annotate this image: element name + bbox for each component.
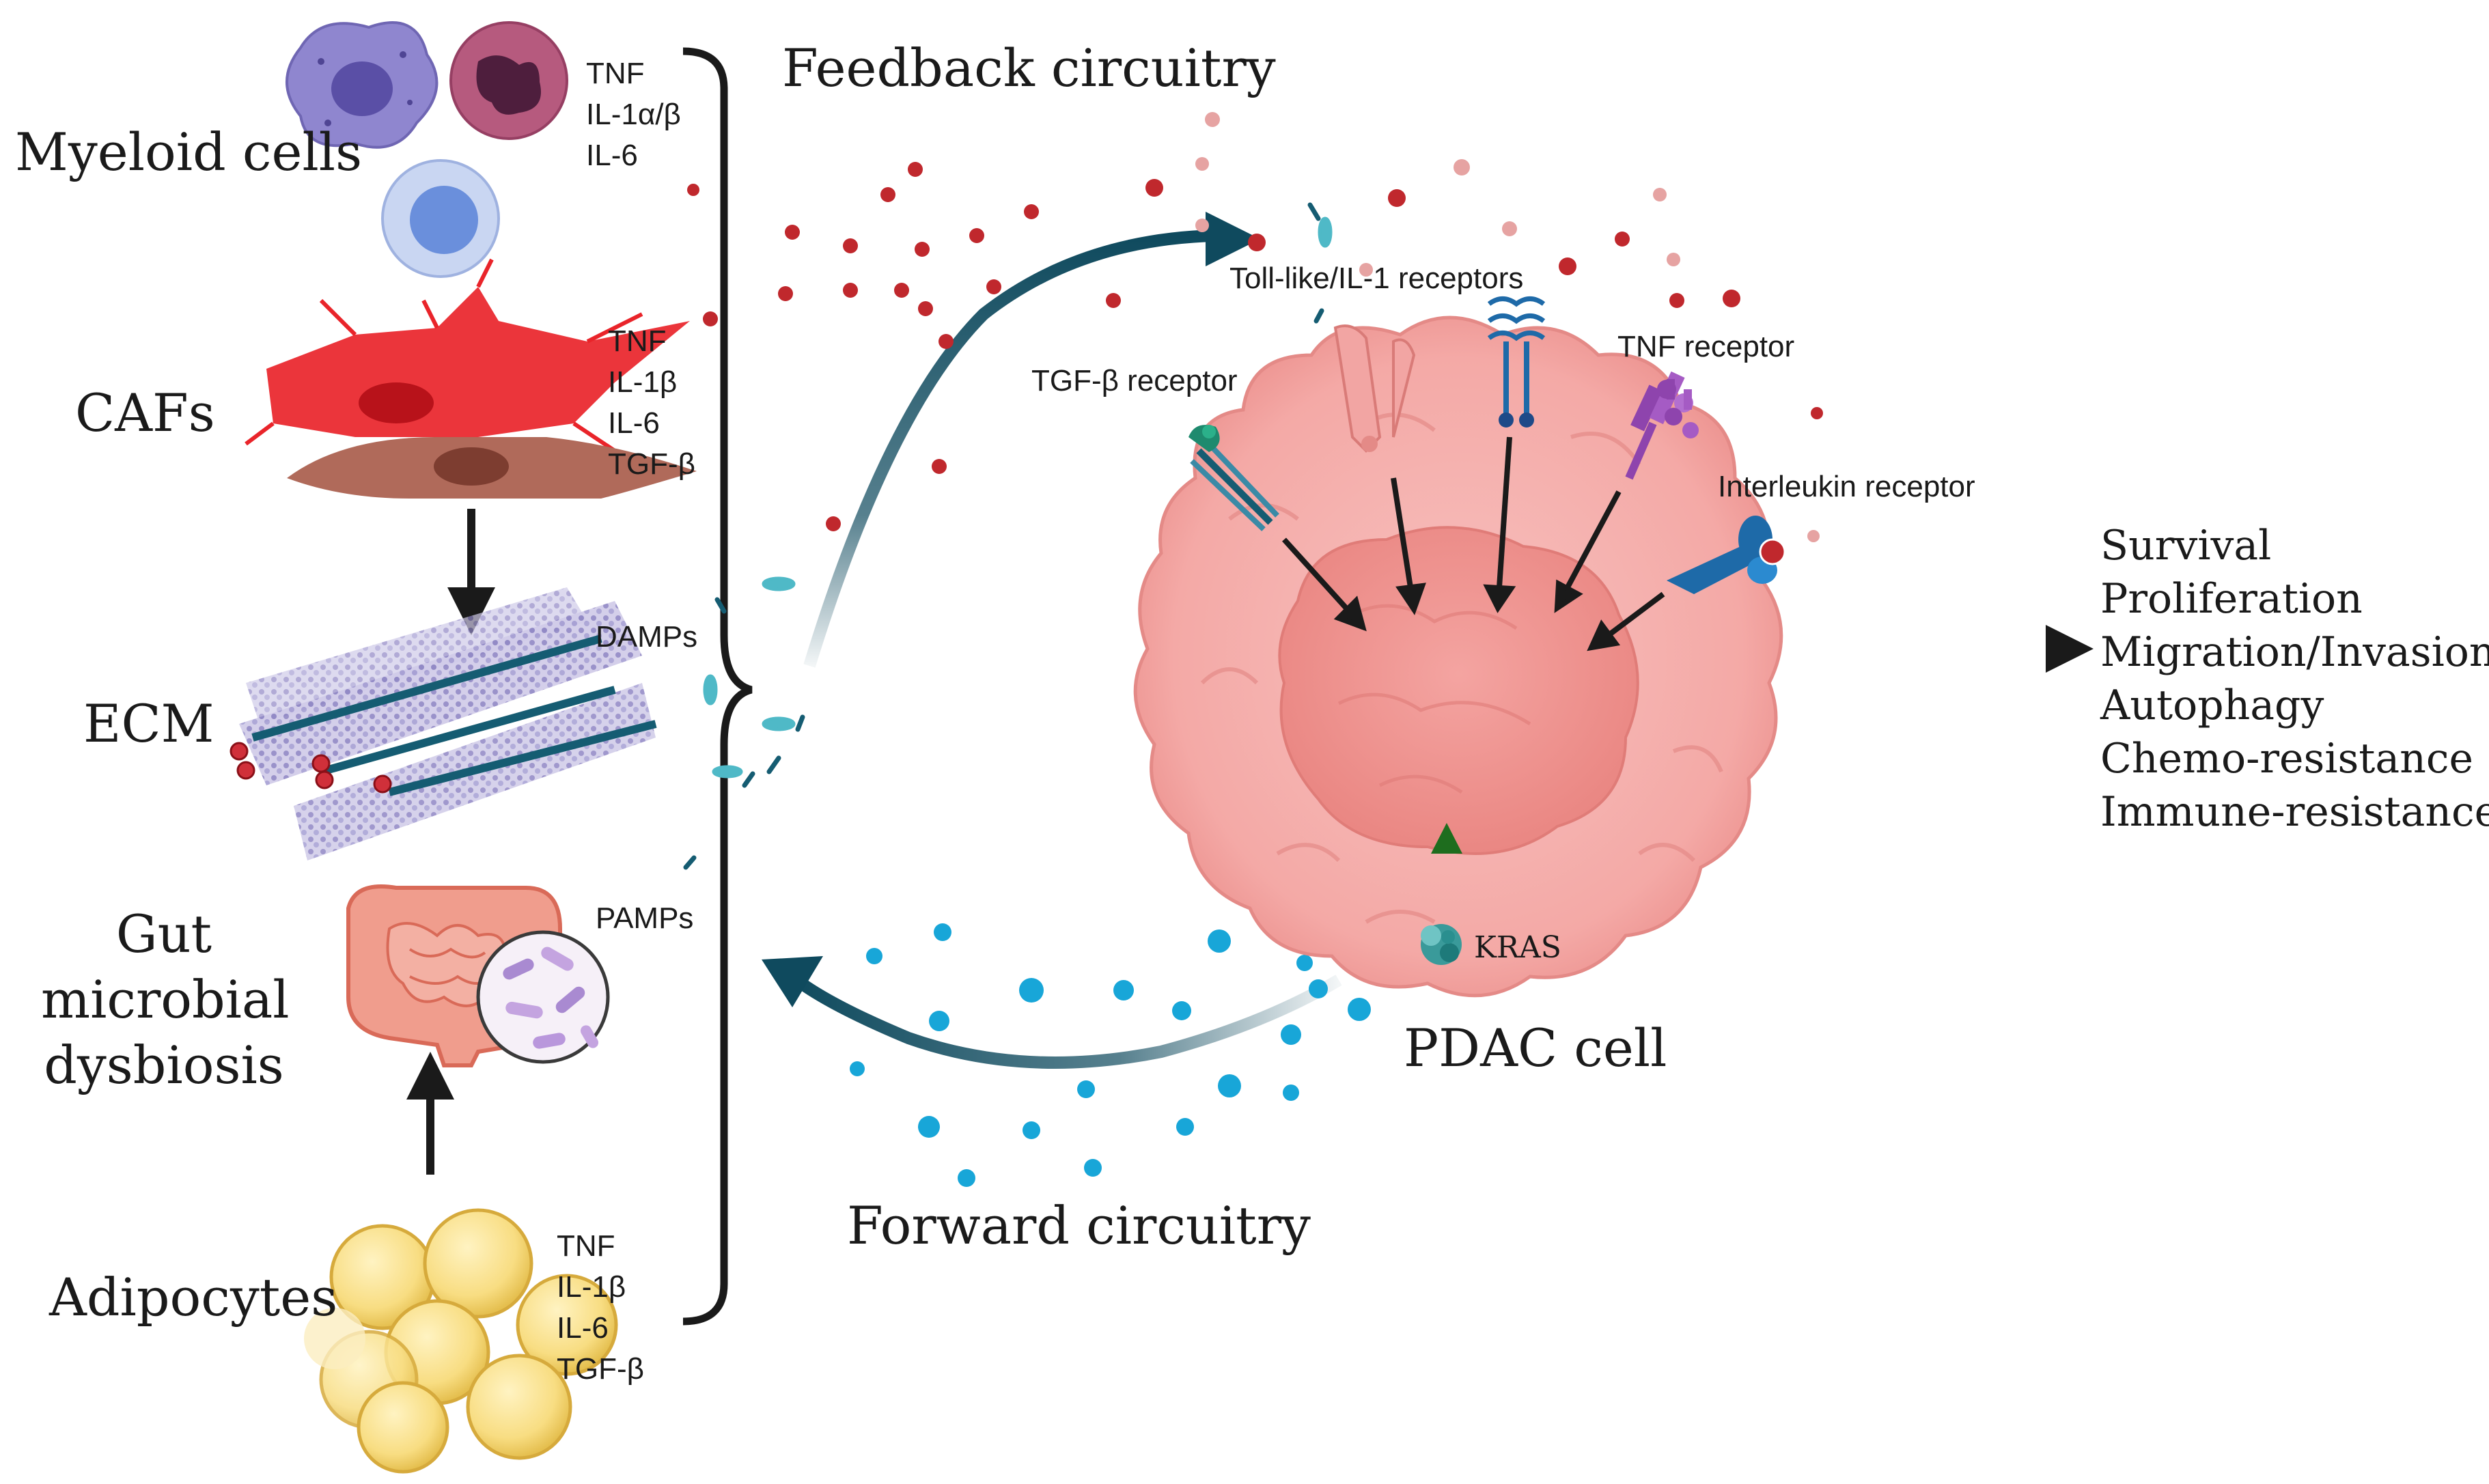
cytokine-label: TNF: [586, 57, 645, 90]
cytokine-label: IL-1β: [608, 365, 678, 399]
gut-illustration: [346, 884, 610, 1067]
cafs-cytokine-list: TNF IL-1β IL-6 TGF-β: [608, 321, 695, 485]
cytokine-label: IL-6: [557, 1311, 609, 1345]
forward-circuitry-arrow: [762, 956, 1342, 1069]
outcomes-list: Survival Proliferation Migration/Invasio…: [2100, 519, 2489, 839]
grouping-brace: [682, 47, 753, 1326]
tnf-receptor-label: TNF receptor: [1617, 330, 1795, 363]
toll-like-il1-receptor-icon: [1333, 324, 1416, 453]
toll-like-il1-receptors-label: Toll-like/IL-1 receptors: [1229, 262, 1524, 295]
kras-protein-icon: [1421, 924, 1462, 965]
damp-molecule: [311, 754, 331, 773]
cytokine-label: TGF-β: [608, 447, 695, 481]
pdac-cell-illustration: [1133, 316, 1783, 998]
gut-label-line: microbial: [41, 969, 290, 1030]
adipocyte: [304, 1308, 365, 1369]
cytokine-label: IL-6: [608, 406, 660, 440]
outcome-item: Migration/Invasion: [2100, 628, 2489, 676]
tnf-receptor-icon: [1625, 371, 1699, 480]
damp-molecule: [315, 770, 334, 789]
ecm-label: ECM: [83, 693, 214, 754]
tgf-beta-receptor-icon: [1188, 425, 1279, 531]
outcomes-arrow: [1803, 625, 2094, 673]
secreted-cytokines: [687, 162, 1823, 531]
kras-label: KRAS: [1474, 930, 1561, 965]
ecm-fiber: [320, 686, 616, 776]
myeloid-cytokine-list: TNF IL-1α/β IL-6: [586, 53, 681, 176]
myeloid-cells-illustration: [286, 21, 568, 278]
gut-label-line: dysbiosis: [44, 1035, 284, 1095]
feedback-circuitry-arrow: [803, 212, 1260, 668]
feedback-circuitry-label: Feedback circuitry: [782, 38, 1276, 98]
microbe-particles: [703, 216, 1333, 779]
caf-red-nucleus: [359, 382, 434, 423]
secreted-cytokines-faded: [1195, 112, 1820, 542]
cytokine-label: IL-1β: [557, 1270, 626, 1304]
interleukin-receptor-icon: [1667, 516, 1786, 594]
outcome-item: Proliferation: [2100, 575, 2363, 623]
cytokine-label: TGF-β: [557, 1352, 644, 1386]
damps-label: DAMPs: [596, 620, 698, 654]
neutrophil-nucleus: [476, 55, 541, 115]
arrow-cafs-to-ecm: [447, 509, 495, 635]
cafs-label: CAFs: [75, 382, 215, 443]
tgf-beta-receptor-label: TGF-β receptor: [1031, 364, 1238, 397]
ecm-fiber: [388, 720, 657, 796]
kras-activation-arrow: [1431, 823, 1462, 915]
outcome-item: Chemo-resistance: [2100, 735, 2473, 783]
ecm-illustration: [230, 587, 657, 860]
damp-molecule: [373, 774, 392, 794]
cytokine-label: TNF: [608, 324, 667, 358]
gut-label-line: Gut: [115, 904, 212, 964]
microbiome-magnifier: [476, 930, 610, 1064]
adipocyte: [357, 1381, 449, 1474]
secreted-factors-forward: [850, 923, 1408, 1187]
cytokine-label: IL-1α/β: [586, 98, 681, 131]
bacteria-particles: [683, 202, 1324, 870]
cytokine-label: TNF: [557, 1229, 615, 1263]
pdac-nucleus: [1278, 526, 1639, 855]
forward-circuitry-label: Forward circuitry: [847, 1195, 1311, 1256]
pdac-cell-label: PDAC cell: [1404, 1018, 1667, 1078]
caf-brown-nucleus: [434, 447, 509, 486]
ecm-fiber: [251, 634, 602, 742]
macrophage-nucleus: [331, 61, 393, 116]
signaling-arrows: [1282, 436, 1665, 652]
adipocytes-label: Adipocytes: [49, 1267, 338, 1328]
toll-like-receptor-icon: [1487, 296, 1546, 428]
pamps-label: PAMPs: [596, 901, 694, 935]
adipocytes-illustration: [304, 1208, 618, 1474]
adipocyte: [516, 1274, 618, 1376]
myeloid-cells-label: Myeloid cells: [15, 122, 363, 182]
adipocyte: [423, 1208, 533, 1319]
outcome-item: Immune-resistance: [2100, 788, 2489, 836]
interleukin-receptor-label: Interleukin receptor: [1718, 470, 1975, 503]
damp-molecule: [236, 761, 255, 780]
cafs-illustration: [245, 258, 697, 499]
adipocytes-cytokine-list: TNF IL-1β IL-6 TGF-β: [557, 1226, 644, 1390]
gut-dysbiosis-label: Gut microbial dysbiosis: [41, 901, 290, 1098]
adipocyte: [466, 1354, 572, 1460]
outcome-item: Autophagy: [2100, 682, 2324, 729]
damp-molecule: [230, 742, 249, 761]
outcome-item: Survival: [2100, 522, 2272, 570]
arrow-adipocytes-to-gut: [406, 1052, 454, 1175]
cytokine-label: IL-6: [586, 139, 638, 172]
monocyte-nucleus: [410, 186, 478, 254]
